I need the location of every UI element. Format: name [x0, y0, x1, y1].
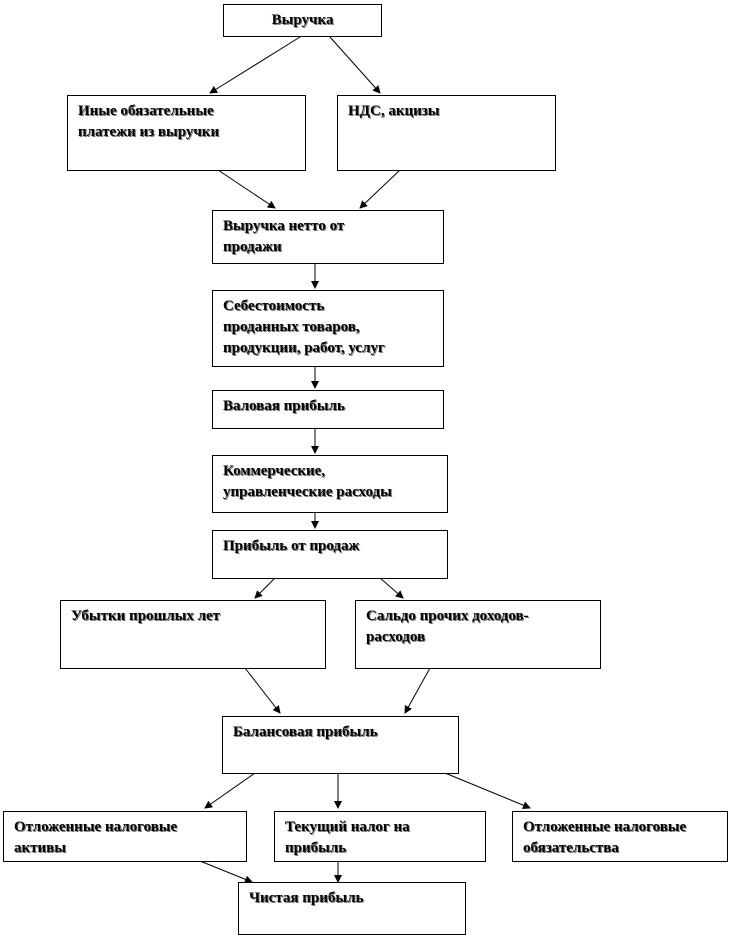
node-prior-losses: Убытки прошлых лет: [60, 600, 326, 669]
arrow: [359, 169, 401, 209]
node-vat-excise: НДС, акцизы: [337, 95, 556, 171]
arrow: [329, 36, 381, 94]
node-net-profit: Чистая прибыль: [238, 882, 466, 935]
node-other-payments: Иные обязательные платежи из выручки: [67, 95, 306, 171]
node-gross-profit: Валовая прибыль: [212, 390, 444, 429]
node-current-tax: Текущий налог на прибыль: [274, 811, 486, 862]
node-cost-of-sales: Себестоимость проданных товаров, продукц…: [212, 290, 444, 367]
node-commercial-expenses: Коммерческие, управленческие расходы: [212, 455, 448, 513]
arrow: [209, 36, 301, 94]
node-deferred-tax-assets: Отложенные налоговые активы: [3, 811, 247, 862]
node-sales-profit: Прибыль от продаж: [212, 530, 448, 579]
node-other-balance: Сальдо прочих доходов- расходов: [355, 600, 601, 669]
arrow: [379, 577, 404, 599]
arrow: [199, 860, 253, 884]
arrow: [204, 772, 256, 809]
arrow: [444, 772, 531, 810]
arrow: [404, 667, 431, 714]
node-net-revenue: Выручка нетто от продажи: [212, 210, 444, 264]
node-revenue: Выручка: [223, 4, 382, 37]
arrow: [244, 667, 281, 714]
node-balance-profit: Балансовая прибыль: [222, 716, 459, 774]
arrow: [217, 169, 276, 209]
node-deferred-tax-liabilities: Отложенные налоговые обязательства: [512, 811, 728, 862]
arrow: [254, 577, 276, 599]
